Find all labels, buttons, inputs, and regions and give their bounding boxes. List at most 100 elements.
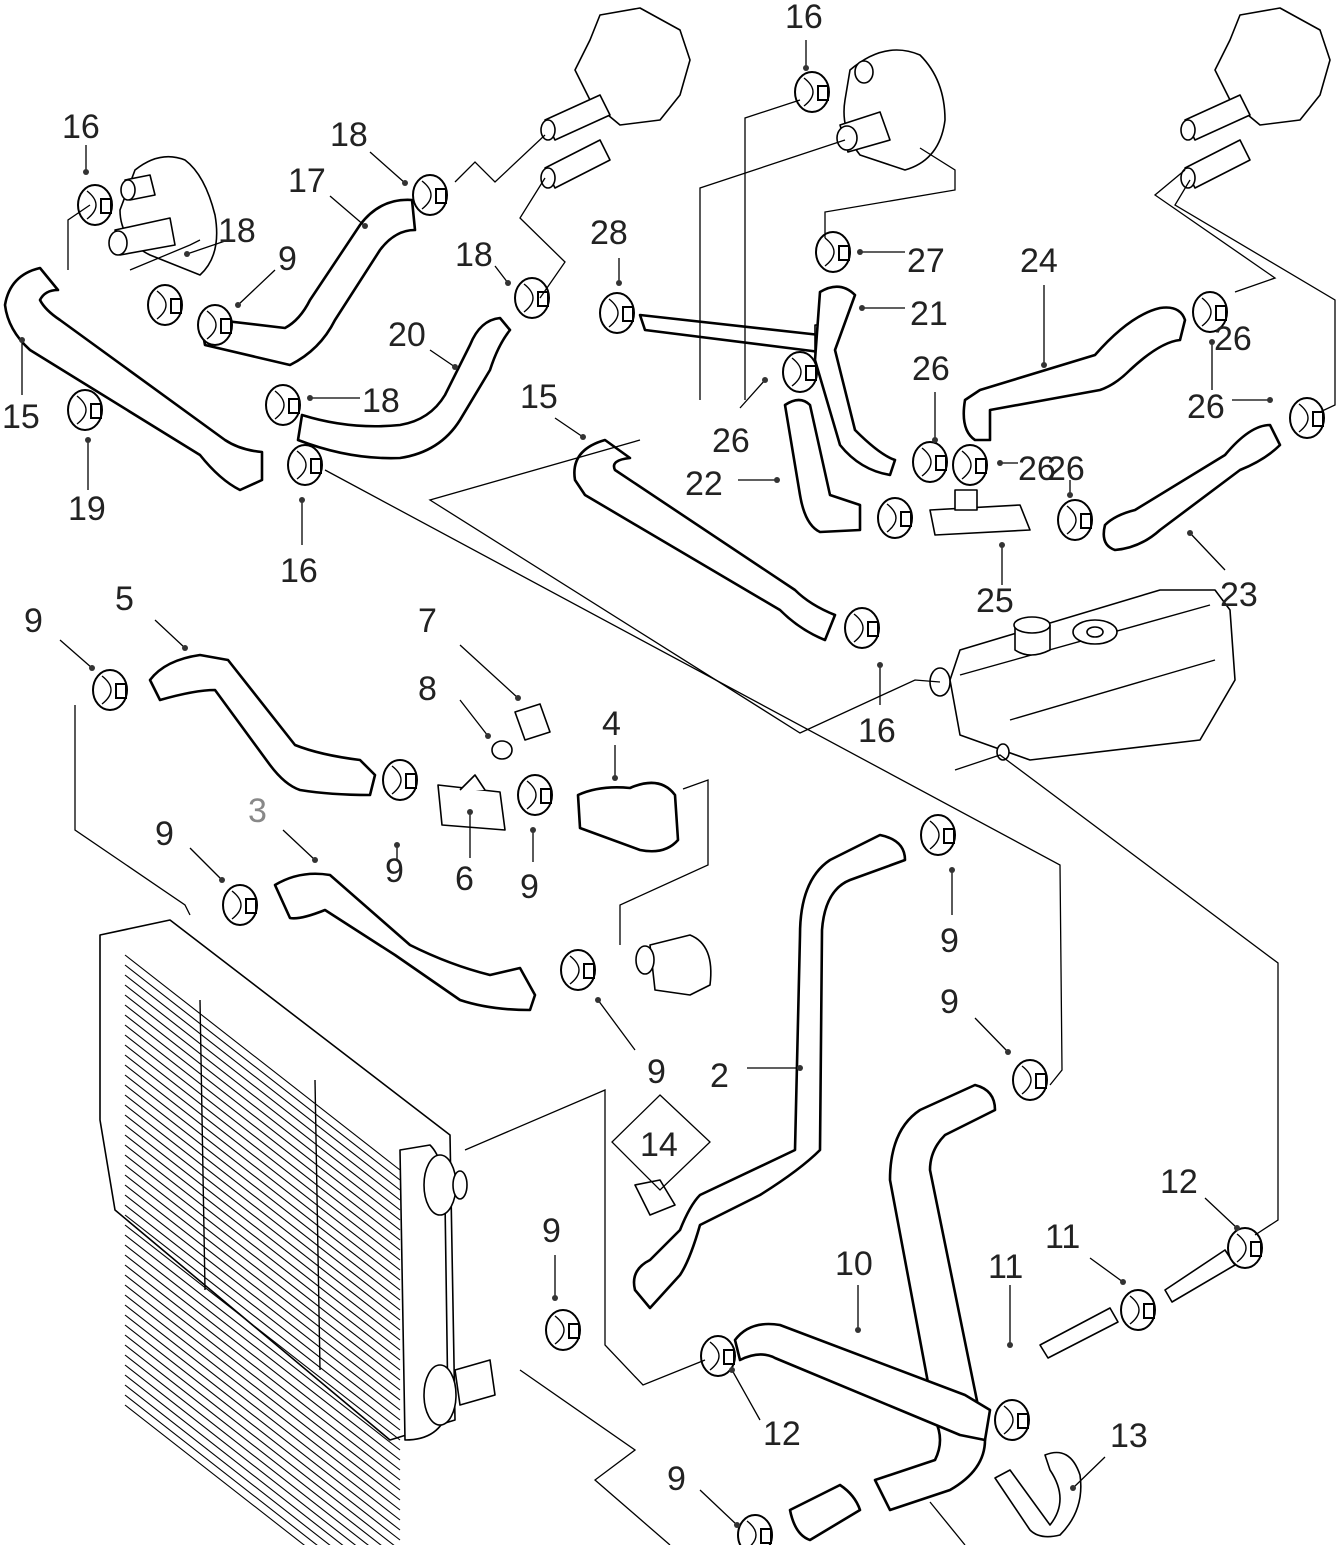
radiator-fin bbox=[124, 1314, 401, 1531]
radiator-fin bbox=[124, 964, 401, 1181]
callout-9: 9 bbox=[667, 1460, 740, 1528]
hose-clamp-icon bbox=[782, 351, 818, 393]
callout-leader-line bbox=[494, 265, 509, 284]
hose-clamp-icon bbox=[994, 1399, 1030, 1441]
radiator-fin bbox=[124, 1264, 401, 1481]
callout-9: 9 bbox=[235, 240, 297, 308]
heater-valve-left bbox=[108, 155, 218, 276]
callout-label: 26 bbox=[1187, 388, 1225, 426]
radiator-fin bbox=[124, 1124, 401, 1341]
callout-leader-line bbox=[429, 349, 456, 368]
radiator-fin bbox=[124, 1184, 401, 1401]
callout-dot bbox=[999, 542, 1005, 548]
callout-dot bbox=[1234, 1225, 1240, 1231]
callout-dot bbox=[616, 280, 622, 286]
callout-26: 26 bbox=[1187, 388, 1273, 426]
callout-leader-line bbox=[699, 1489, 738, 1526]
hose-lower-segment bbox=[788, 1483, 862, 1542]
callout-label: 12 bbox=[763, 1415, 801, 1453]
hose-clamp-icon bbox=[1227, 1227, 1263, 1269]
callout-label: 9 bbox=[24, 602, 43, 640]
callout-16: 16 bbox=[858, 662, 896, 750]
callout-dot bbox=[182, 645, 188, 651]
bracket-13 bbox=[994, 1451, 1082, 1538]
hose-2 bbox=[632, 833, 907, 1310]
hose-clamp-icon bbox=[560, 949, 596, 991]
hose-clamp-icon bbox=[67, 389, 103, 431]
callout-dot bbox=[1005, 1049, 1011, 1055]
callout-9: 9 bbox=[520, 827, 539, 906]
callout-leader-line bbox=[459, 644, 519, 699]
callout-16: 16 bbox=[785, 0, 823, 71]
callout-dot bbox=[580, 434, 586, 440]
callout-label: 22 bbox=[685, 465, 723, 503]
callout-dot bbox=[1070, 1485, 1076, 1491]
callout-leader-line bbox=[1072, 1456, 1106, 1489]
callout-18: 18 bbox=[455, 236, 511, 286]
callout-dot bbox=[219, 877, 225, 883]
radiator-fin bbox=[124, 1394, 318, 1545]
radiator-fin bbox=[124, 1404, 305, 1545]
callout-leader-line bbox=[554, 417, 584, 438]
callout-leader-line bbox=[237, 269, 276, 306]
callout-dot bbox=[485, 733, 491, 739]
callout-dot bbox=[1267, 397, 1273, 403]
hose-clamp-icon bbox=[737, 1514, 773, 1545]
callout-label: 18 bbox=[218, 212, 256, 250]
callout-24: 24 bbox=[1020, 242, 1058, 368]
callout-label: 4 bbox=[602, 705, 621, 743]
callout-leader-line bbox=[1189, 532, 1226, 571]
callout-leader-line bbox=[597, 999, 636, 1051]
callout-9: 9 bbox=[385, 842, 404, 890]
radiator-fin bbox=[124, 984, 401, 1201]
expansion-tank bbox=[929, 589, 1236, 761]
hose-28-branch bbox=[638, 313, 836, 354]
radiator-fin bbox=[124, 1084, 401, 1301]
hose-24 bbox=[962, 306, 1187, 442]
hose-clamp-icon bbox=[700, 1335, 736, 1377]
callout-26: 26 bbox=[1047, 450, 1085, 498]
hose-3 bbox=[273, 872, 537, 1012]
heater-valve-right bbox=[1180, 7, 1331, 189]
callout-label: 9 bbox=[667, 1460, 686, 1498]
radiator-fin bbox=[124, 1094, 401, 1311]
callout-dot bbox=[89, 665, 95, 671]
radiator bbox=[99, 919, 496, 1545]
callout-label: 3 bbox=[248, 792, 267, 830]
hose-21 bbox=[813, 285, 897, 477]
callout-11: 11 bbox=[1045, 1218, 1126, 1285]
radiator-fin bbox=[124, 1374, 344, 1545]
callout-16: 16 bbox=[280, 497, 318, 590]
callout-label: 18 bbox=[330, 116, 368, 154]
radiator-fin bbox=[124, 1344, 382, 1545]
radiator-fin bbox=[124, 1024, 401, 1241]
radiator-fin bbox=[124, 1114, 401, 1331]
callout-dot bbox=[402, 180, 408, 186]
hose-clamp-icon bbox=[794, 71, 830, 113]
radiator-fin bbox=[124, 1054, 401, 1271]
callout-dot bbox=[307, 395, 313, 401]
radiator-fin bbox=[124, 1174, 401, 1391]
seal-ring-8 bbox=[491, 740, 513, 760]
hose-clamp-icon bbox=[222, 884, 258, 926]
callout-9: 9 bbox=[155, 815, 225, 883]
callout-dot bbox=[774, 477, 780, 483]
hose-clamp-icon bbox=[197, 304, 233, 346]
callout-7: 7 bbox=[418, 602, 521, 701]
radiator-fin bbox=[124, 1014, 401, 1231]
radiator-fin bbox=[124, 1074, 401, 1291]
hose-17 bbox=[198, 198, 417, 367]
radiator-fin bbox=[124, 1194, 401, 1411]
callout-dot bbox=[505, 280, 511, 286]
callout-dot bbox=[19, 337, 25, 343]
radiator-fin bbox=[124, 1134, 401, 1351]
hose-clamp-icon bbox=[412, 174, 448, 216]
hose-clamp-icon bbox=[1057, 499, 1093, 541]
radiator-fin bbox=[124, 1034, 401, 1251]
callout-dot bbox=[235, 302, 241, 308]
callout-dot bbox=[467, 809, 473, 815]
radiator-fin bbox=[124, 1324, 401, 1541]
radiator-fin bbox=[124, 1354, 369, 1545]
hose-clamp-icon bbox=[877, 497, 913, 539]
